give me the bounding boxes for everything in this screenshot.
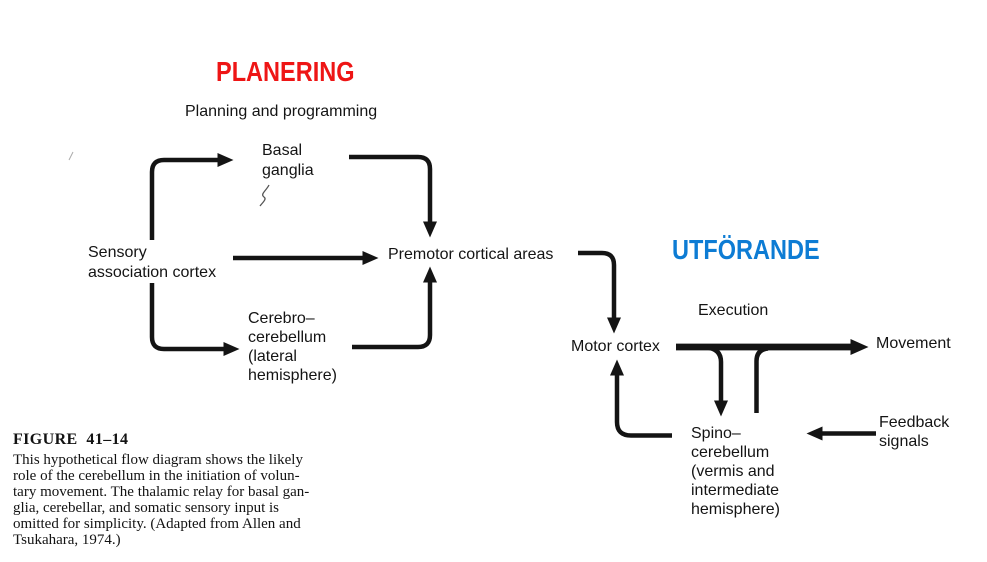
node-basal-ganglia-label: Basal ganglia bbox=[262, 142, 314, 179]
arrow-sensory-to-cerebro bbox=[149, 283, 240, 356]
arrow-premotor-to-motor bbox=[578, 250, 621, 334]
arrow-motor-to-spino bbox=[706, 345, 728, 417]
planning-heading: PLANERING bbox=[216, 56, 355, 87]
node-premotor-cortical-areas-label: Premotor cortical areas bbox=[388, 246, 554, 263]
line-spino-to-movement bbox=[754, 346, 769, 413]
execution-heading: UTFÖRANDE bbox=[672, 234, 820, 265]
arrow-spino-to-motor bbox=[610, 359, 672, 438]
figure-caption: FIGURE 41–14 This hypothetical flow diag… bbox=[13, 431, 349, 549]
node-sensory-association-cortex-label: Sensory association cortex bbox=[88, 244, 217, 281]
node-feedback-signals-label: Feedback signals bbox=[879, 414, 950, 450]
scan-squiggle-mark bbox=[259, 184, 270, 207]
node-cerebro-cerebellum-label: Cerebro– cerebellum (lateral hemisphere) bbox=[248, 310, 337, 384]
arrow-cerebro-to-premotor bbox=[352, 266, 437, 350]
node-spino-cerebellum-label: Spino– cerebellum (vermis and intermedia… bbox=[691, 425, 780, 518]
figure-caption-body: This hypothetical flow diagram shows the… bbox=[13, 452, 310, 549]
node-movement-label: Movement bbox=[876, 335, 951, 352]
arrow-sensory-to-basal bbox=[149, 153, 234, 240]
figure-caption-title: FIGURE 41–14 bbox=[13, 431, 129, 448]
planning-stage-label: Planning and programming bbox=[185, 103, 378, 120]
scan-tick-mark bbox=[68, 151, 74, 161]
node-motor-cortex-label: Motor cortex bbox=[571, 338, 660, 355]
execution-stage-label: Execution bbox=[698, 302, 769, 319]
arrow-basal-to-premotor bbox=[349, 154, 437, 238]
